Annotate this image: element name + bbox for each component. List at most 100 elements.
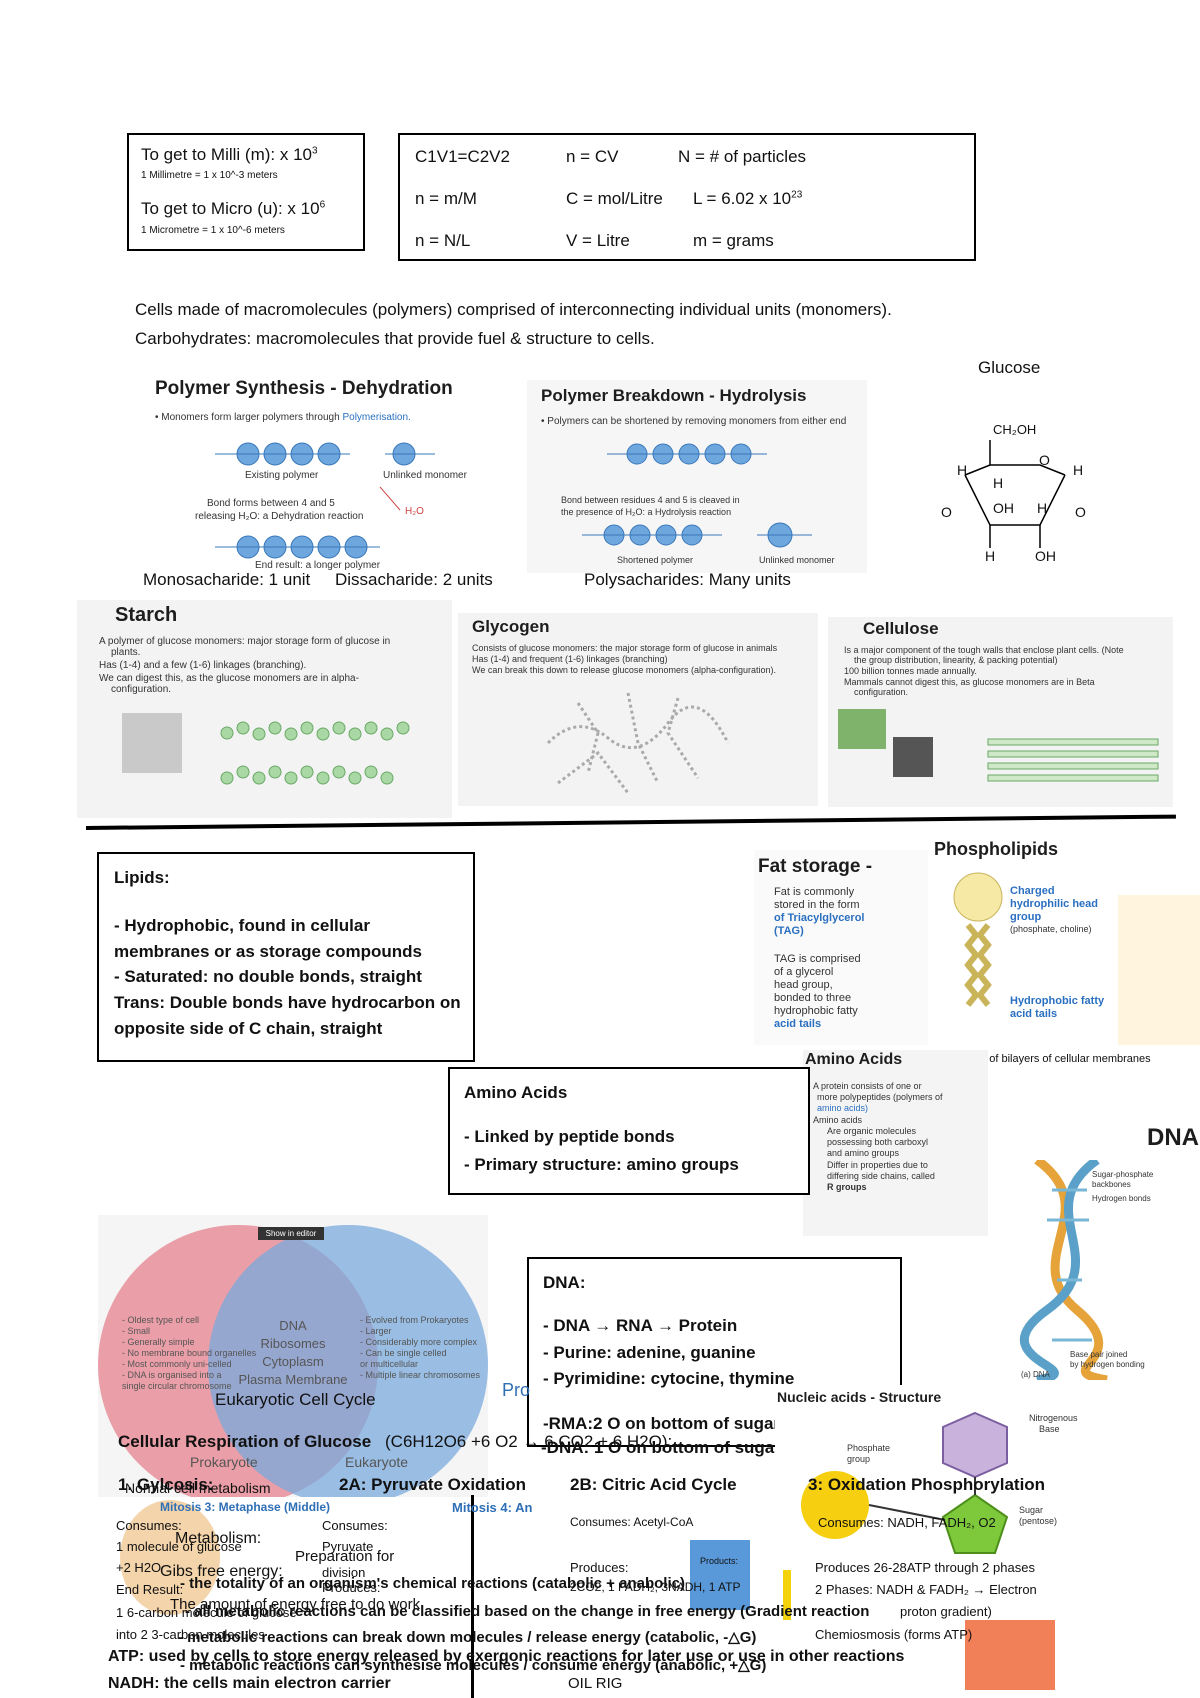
nucleic-base: Base [1039, 1424, 1060, 1434]
dehydration-title: Polymer Synthesis - Dehydration [155, 378, 453, 399]
fat-storage-figure: Fat storage - Fat is commonly stored in … [754, 850, 934, 1045]
nucleic-acid-figure: Nucleic acids - Structure Phosphate grou… [775, 1385, 1095, 1595]
formula-box: C1V1=C2V2 n = CV N = # of particles n = … [398, 133, 976, 261]
milli-exponent: 3 [312, 145, 318, 157]
metabolism-heading: Metabolism: [175, 1530, 262, 1547]
citric-produces: Produces: [570, 1560, 629, 1575]
respiration-title: Cellular Respiration of Glucose [118, 1432, 372, 1451]
oxphos-consumes: Consumes: NADH, FADH₂, O2 [818, 1515, 996, 1530]
lipids-box: Lipids: - Hydrophobic, found in cellular… [97, 852, 475, 1062]
step-pyruvate-oxidation: 2A: Pyruvate Oxidation [339, 1475, 527, 1494]
cellulose-diagram [838, 709, 1159, 782]
amino-box-title: Amino Acids [464, 1083, 568, 1102]
amino-panel-s1: Are organic molecules [827, 1126, 917, 1136]
amino-panel-b1c: amino acids) [817, 1103, 869, 1113]
micro-conversion: To get to Micro (u): x 10 [141, 199, 320, 218]
intro-macromolecules: Cells made of macromolecules (polymers) … [135, 300, 892, 319]
dehydration-bullet: Monomers form larger polymers through [161, 412, 343, 423]
dna-box-line5: -DNA: 1 O on bottom of suga [541, 1438, 775, 1457]
dna-fig-label1: Sugar-phosphate [1092, 1170, 1154, 1179]
lipids-line5: opposite side of C chain, straight [114, 1019, 383, 1038]
pyruvate-produces: Produces: [322, 1580, 381, 1595]
avogadro-exponent: 23 [791, 189, 803, 201]
totality-text: - the totality of an organism's chemical… [180, 1575, 685, 1592]
formula-concentration: C = mol/Litre [566, 189, 663, 208]
glucose-h-inner2: H [1037, 500, 1048, 516]
lipids-title: Lipids: [114, 868, 170, 887]
dehydration-bullet-highlight: Polymerisation. [342, 412, 411, 423]
fat-b1a: Fat is commonly [774, 886, 855, 898]
starch-diagram [122, 713, 410, 785]
anabolic-text: - metabolic reactions can synthesise mol… [180, 1657, 767, 1674]
free-energy-definition: The amount of energy free to do work [170, 1596, 421, 1613]
show-in-editor-popup[interactable]: Show in editor [258, 1227, 324, 1240]
cellulose-b2: 100 billion tonnes made annually. [844, 666, 977, 676]
starch-figure: Starch A polymer of glucose monomers: ma… [77, 600, 452, 818]
glucose-h-bottom: H [985, 548, 996, 564]
nucleic-phosphate: Phosphate [847, 1443, 891, 1453]
cellulose-title: Cellulose [863, 619, 939, 638]
amino-panel-b1b: more polypeptides (polymers of [817, 1092, 943, 1102]
hydrolysis-bond1: Bond between residues 4 and 5 is cleaved… [561, 495, 740, 505]
venn-eukaryote-label: Eukaryote [345, 1454, 409, 1470]
phospholipid-head3: group [1010, 911, 1042, 923]
hydrolysis-bullet: Polymers can be shortened by removing mo… [547, 416, 847, 427]
step-glycolysis: 1. Gylcosis: [118, 1475, 214, 1494]
dehydration-result: End result: a longer polymer [255, 560, 381, 571]
eukaryotic-cycle-heading: Eukaryotic Cell Cycle [215, 1390, 376, 1409]
fat-b2b: of a glycerol [774, 966, 834, 978]
starch-b1b: plants. [111, 647, 141, 658]
pyruvate-consumes: Consumes: [322, 1518, 388, 1533]
citric-products-values: 2CO2, 1 FADH₂, 3NADH, 1 ATP [570, 1580, 741, 1594]
dehydration-h2o: H₂O [405, 506, 424, 517]
glucose-o-left: O [941, 504, 952, 520]
amino-box-line2: - Primary structure: amino groups [464, 1155, 739, 1174]
polysaccharide-label: Polysacharides: Many units [584, 570, 791, 589]
classified-text: - all metabolic reactions can be classif… [185, 1603, 870, 1620]
dna-fig-label4: Base pair joined [1070, 1350, 1128, 1359]
phospholipid-head4: (phosphate, choline) [1010, 924, 1092, 934]
hydrolysis-diagram [582, 443, 812, 548]
preparation-text: Preparation for [295, 1548, 395, 1565]
glucose-oh-bottom: OH [1035, 548, 1056, 564]
atp-definition: ATP: used by cells to store energy relea… [108, 1648, 905, 1665]
fatty-acid-structures [1118, 895, 1200, 1045]
dna-box: DNA: - DNA → RNA → Protein - Purine: ade… [527, 1257, 902, 1447]
normal-metabolism: Normal cell metabolism [125, 1480, 271, 1496]
milli-note: 1 Millimetre = 1 x 10^-3 meters [141, 170, 278, 181]
cellulose-figure: Cellulose Is a major component of the to… [828, 617, 1173, 807]
mitosis4-label: Mitosis 4: An [452, 1500, 533, 1515]
phospholipid-tail1: Hydrophobic fatty [1010, 995, 1105, 1007]
glycolysis-end-result: End Result: [116, 1582, 184, 1597]
mitosis-image-fragment [120, 1500, 220, 1615]
hydrolysis-title: Polymer Breakdown - Hydrolysis [541, 386, 807, 405]
disaccharide-label: Dissacharide: 2 units [335, 570, 493, 589]
energy-bar-fragment [965, 1620, 1055, 1690]
phospholipid-diagram [953, 872, 1003, 1007]
amino-panel-b1: A protein consists of one or [813, 1081, 922, 1091]
dehydration-unlinked: Unlinked monomer [383, 470, 467, 481]
hydrolysis-figure: Polymer Breakdown - Hydrolysis • Polymer… [527, 380, 867, 573]
lipids-line2: membranes or as storage compounds [114, 942, 422, 961]
fat-b2f: acid tails [774, 1018, 822, 1030]
amino-panel-s2c: R groups [827, 1182, 867, 1192]
cellulose-b3: Mammals cannot digest this, as glucose m… [844, 677, 1095, 687]
chemiosmosis-text: Chemiosmosis (forms ATP) [815, 1627, 973, 1642]
glucose-o-right: O [1075, 504, 1086, 520]
amino-panel-b2: Amino acids [813, 1115, 863, 1125]
venn-prokaryote-label: Prokaryote [190, 1454, 258, 1470]
division-text: division [322, 1565, 366, 1580]
dehydration-existing: Existing polymer [245, 470, 319, 481]
fat-b2c: head group, [774, 979, 833, 991]
nucleic-sugar: Sugar [1019, 1505, 1044, 1515]
gibbs-heading: Gibs free energy: [160, 1563, 283, 1580]
fat-b2d: bonded to three [774, 992, 852, 1004]
cellulose-b1: Is a major component of the tough walls … [844, 645, 1124, 655]
glycogen-figure: Glycogen Consists of glucose monomers: t… [458, 613, 818, 806]
fat-b1d: (TAG) [774, 925, 804, 937]
glycogen-b1: Consists of glucose monomers: the major … [472, 643, 778, 653]
oxphos-produces: Produces 26-28ATP through 2 phases [815, 1560, 1035, 1575]
starch-b2: Has (1-4) and a few (1-6) linkages (bran… [99, 660, 307, 671]
dehydration-bond1: Bond forms between 4 and 5 [207, 498, 335, 509]
proton-gradient: proton gradient) [900, 1604, 992, 1619]
